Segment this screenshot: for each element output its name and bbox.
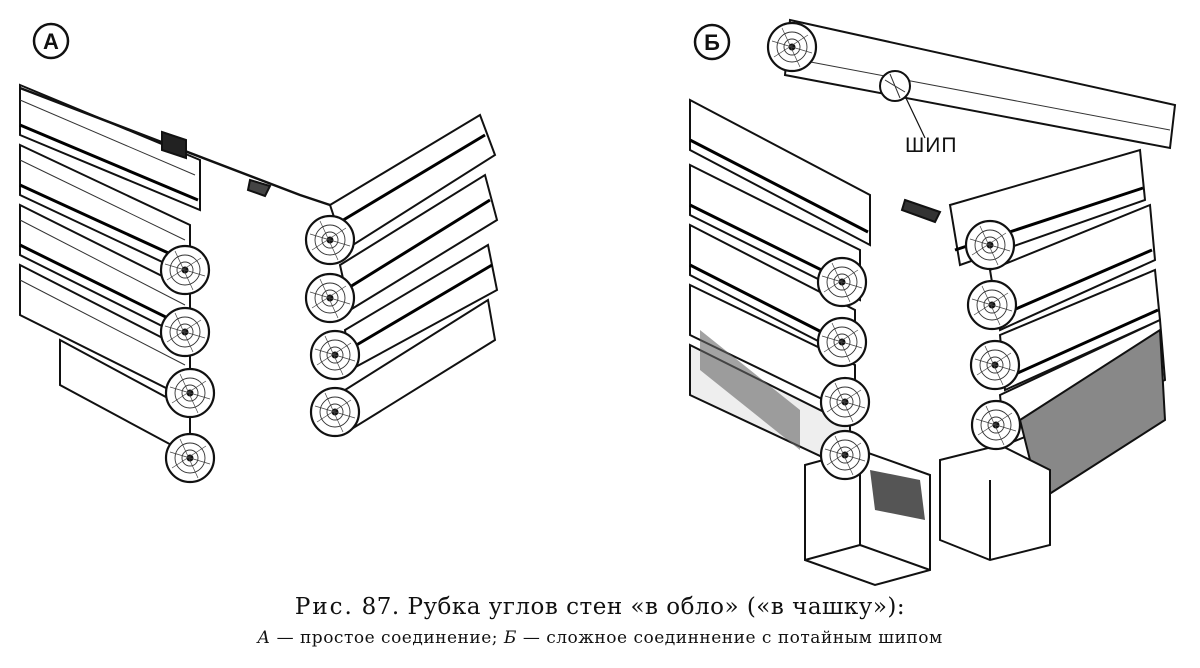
panel-a-label: А	[32, 22, 70, 60]
caption-sub-a-letter: А	[257, 628, 271, 648]
panel-b-top-log	[766, 18, 1177, 150]
tenon-callout: ШИП	[905, 134, 957, 157]
caption-sub-b-text: — сложное соединнение с потайным шипом	[516, 628, 943, 648]
figure-caption: Рис. 87. Рубка углов стен «в обло» («в ч…	[0, 592, 1200, 650]
caption-sub-a-text: — простое соединение;	[270, 628, 504, 648]
panel-b-label: Б	[693, 23, 731, 61]
caption-sub-b-letter: Б	[503, 628, 517, 648]
caption-subtitle: А — простое соединение; Б — сложное соед…	[0, 626, 1200, 650]
panel-a-notch-block	[161, 130, 187, 160]
tenon-marker	[879, 70, 911, 102]
caption-title-text: 87. Рубка углов стен «в обло» («в чашку»…	[361, 594, 906, 620]
panel-b-foundation	[700, 330, 1051, 587]
panel-a-label-text: А	[43, 29, 59, 54]
panel-a-left-wall	[19, 83, 201, 457]
panel-a-right-wall	[328, 113, 499, 432]
log-corner-illustration: А	[19, 18, 1177, 587]
panel-a-drawing	[19, 83, 499, 484]
caption-title: Рис. 87. Рубка углов стен «в обло» («в ч…	[0, 592, 1200, 622]
caption-prefix: Рис.	[294, 594, 354, 620]
panel-b-drawing	[689, 18, 1177, 587]
panel-b-label-text: Б	[704, 30, 720, 55]
